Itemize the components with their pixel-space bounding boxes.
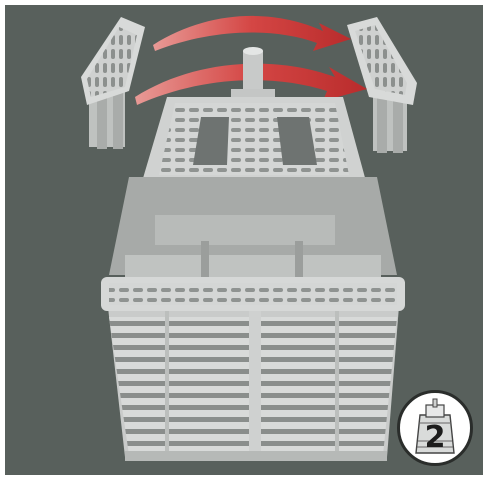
basket-body	[101, 277, 405, 461]
illustration-frame: 2	[5, 5, 483, 475]
basket-compartments	[109, 177, 397, 291]
left-top-cover	[81, 17, 145, 149]
step-number: 2	[400, 423, 470, 453]
step-badge-icon: 2	[397, 390, 473, 466]
